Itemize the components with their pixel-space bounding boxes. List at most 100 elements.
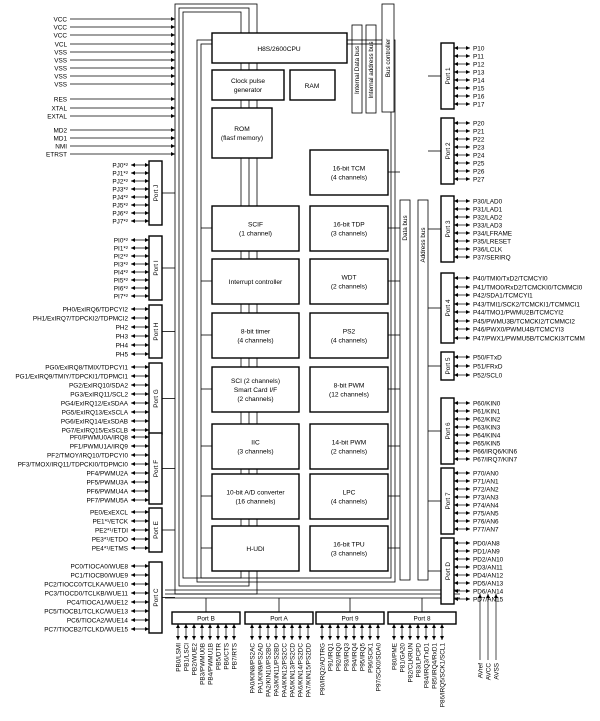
right-port-pin: P62/KIN2 bbox=[473, 416, 501, 423]
left-port-pin: PG1/ExIRQ9/TMIY/TDPCKI1/TDPMCI1 bbox=[15, 373, 128, 380]
left-port-pin: PG7/ExIRQ15/ExSCLB bbox=[62, 427, 128, 434]
peripheral-block-left bbox=[211, 423, 300, 470]
right-port-pin: P50/FTxD bbox=[473, 354, 502, 361]
left-port-pin: PE4*¹/ETMS bbox=[92, 545, 128, 552]
rom-label: (flasf memory) bbox=[221, 135, 263, 142]
right-port-pin: P11 bbox=[473, 53, 484, 60]
left-port-pin: PC3/TIOCD0/TCLKB/WUE11 bbox=[45, 590, 129, 597]
left-port-label: Port C bbox=[153, 588, 160, 606]
peripheral-block-right bbox=[309, 205, 389, 252]
peripheral-label: LPC bbox=[343, 489, 356, 496]
peripheral-label: SCIF bbox=[248, 221, 263, 228]
right-port-pin: PD6/AN14 bbox=[473, 588, 504, 595]
left-port-pin: PH4 bbox=[116, 342, 129, 349]
bottom-port-pin: PB6/CTS bbox=[223, 643, 230, 670]
left-port-pin: PF5/PWMU3A bbox=[86, 479, 128, 486]
right-port-pin: P43/TMI1/SCK2/TCMCKI1/TCMMCI1 bbox=[473, 301, 580, 308]
power-pin-label: VCC bbox=[54, 32, 68, 39]
right-port-pin: P61/KIN1 bbox=[473, 408, 501, 415]
left-port-pin: PJ3*² bbox=[112, 186, 128, 193]
left-port-pin: PI2*² bbox=[114, 253, 128, 260]
left-port-pin: PG3/ExIRQ11/SCL2 bbox=[70, 391, 128, 398]
control-pin-label: EXTAL bbox=[47, 113, 67, 120]
peripheral-label: (2 channels) bbox=[331, 283, 367, 290]
right-port-pin: P67/IRQ7/KIN7 bbox=[473, 456, 517, 463]
bottom-port-pin: P92/IRQ0 bbox=[335, 643, 342, 672]
bottom-port-pin: PA6/KIN14/PS2DC bbox=[297, 643, 304, 698]
bottom-port-pin: PA0/KIN8/PS2AC bbox=[249, 643, 256, 694]
control-pin-label: MD1 bbox=[54, 135, 68, 142]
power-pin-label: VCC bbox=[54, 16, 68, 23]
right-port-pin: P20 bbox=[473, 120, 485, 127]
power-pin-label: VCC bbox=[54, 24, 68, 31]
left-port-pin: PE1*¹/ETCK bbox=[92, 518, 128, 525]
right-port-pin: P73/AN3 bbox=[473, 494, 499, 501]
left-port-pin: PC5/TIOCB1/TCLKC/WUE13 bbox=[44, 608, 128, 615]
bottom-port-pin: P84/IRQ3/TxD1 bbox=[423, 643, 430, 689]
clock-label: generator bbox=[234, 87, 263, 94]
bottom-port-pin: PA3/KIN11/PS2BD bbox=[273, 643, 280, 697]
bottom-port-label: Port B bbox=[197, 615, 215, 622]
right-port-pin: P26 bbox=[473, 168, 485, 175]
clock-block bbox=[211, 69, 285, 101]
bottom-port-pin: P97/SCK0/SDA0 bbox=[375, 643, 382, 692]
right-port-pin: P45/PWMU3B/TCMCKI2/TCMMCI2 bbox=[473, 318, 575, 325]
peripheral-label: 16-bit TDP bbox=[333, 221, 365, 228]
left-port-pin: PF6/PWMU4A bbox=[86, 488, 128, 495]
right-port-label: Port 5 bbox=[445, 357, 452, 374]
right-port-pin: P72/AN2 bbox=[473, 486, 499, 493]
bottom-port-pin: PB2/WUE2 bbox=[191, 643, 198, 676]
right-port-pin: P77/AN7 bbox=[473, 526, 499, 533]
rom-block bbox=[211, 107, 273, 159]
bottom-port-pin: P83/LPCPD bbox=[415, 643, 422, 678]
peripheral-label: 16-bit TCM bbox=[333, 165, 366, 172]
left-port-pin: PF4/PWMU2A bbox=[86, 470, 128, 477]
right-port-pin: P42/SDA1/TCMCYI1 bbox=[473, 292, 533, 299]
right-port-label: Port 1 bbox=[445, 67, 452, 84]
right-port-pin: P10 bbox=[473, 45, 485, 52]
left-port-pin: PI1*² bbox=[114, 245, 128, 252]
data-bus-label: Data bus bbox=[402, 215, 409, 240]
peripheral-label: (1 channel) bbox=[239, 230, 272, 237]
bottom-port-pin: PA1/KIN9/PS2AD bbox=[257, 643, 264, 694]
bottom-port-pin: P82/CLKRUN bbox=[407, 643, 414, 683]
right-port-pin: P31/LAD1 bbox=[473, 206, 503, 213]
left-port-pin: PH1/ExIRQ7/TDPCKI2/TDPMCI2 bbox=[33, 315, 129, 322]
right-port-pin: P44/TMO1/PWMU2B/TCMCYI2 bbox=[473, 309, 564, 316]
bottom-port-pin: P93/IRQ3 bbox=[343, 643, 350, 672]
peripheral-block-right bbox=[309, 423, 389, 470]
cpu-label: H8S/2600CPU bbox=[257, 46, 300, 53]
peripheral-block-left bbox=[211, 258, 300, 305]
peripheral-label: (4 channels) bbox=[331, 498, 367, 505]
left-port-pin: PE2*¹/ETDI bbox=[95, 527, 128, 534]
peripheral-label: 10-bit A/D converter bbox=[226, 489, 285, 496]
right-port-pin: P30/LAD0 bbox=[473, 198, 503, 205]
left-port-label: Port G bbox=[153, 389, 160, 407]
bottom-port-pin: P94/IRQ4 bbox=[351, 643, 358, 672]
bottom-port-pin: P90/IRQ2/ADTRG bbox=[319, 643, 326, 695]
right-port-pin: P35/LRESET bbox=[473, 238, 511, 245]
left-port-pin: PF2/TMOY/IRQ10/TDPCYI0 bbox=[47, 452, 128, 459]
power-pin-label: VSS bbox=[54, 65, 67, 72]
right-port-pin: P32/LAD2 bbox=[473, 214, 503, 221]
left-port-pin: PG4/ExIRQ12/ExSDAA bbox=[61, 400, 129, 407]
left-port-pin: PJ4*² bbox=[112, 194, 128, 201]
power-pin-label: VCL bbox=[55, 41, 68, 48]
right-port-pin: P15 bbox=[473, 85, 485, 92]
left-port-pin: PI4*² bbox=[114, 269, 128, 276]
power-pin-label: VSS bbox=[54, 49, 67, 56]
power-pin-label: VSS bbox=[54, 73, 67, 80]
right-port-label: Port 4 bbox=[445, 299, 452, 316]
bottom-port-pin: PB3/PWMU0B bbox=[199, 643, 206, 685]
right-port-pin: PD1/AN9 bbox=[473, 548, 500, 555]
control-pin-label: NMI bbox=[55, 143, 67, 150]
peripheral-label: (12 channels) bbox=[329, 391, 369, 398]
left-port-pin: PI3*² bbox=[114, 261, 128, 268]
left-port-pin: PE3*¹/ETDO bbox=[92, 536, 128, 543]
right-port-pin: P63/KIN3 bbox=[473, 424, 501, 431]
power-pin-label: VSS bbox=[54, 81, 67, 88]
bottom-port-pin: PA2/KIN10/PS2BC bbox=[265, 643, 272, 697]
right-port-label: Port 7 bbox=[445, 492, 452, 509]
right-port-label: Port 2 bbox=[445, 142, 452, 159]
left-port-pin: PH2 bbox=[116, 324, 129, 331]
